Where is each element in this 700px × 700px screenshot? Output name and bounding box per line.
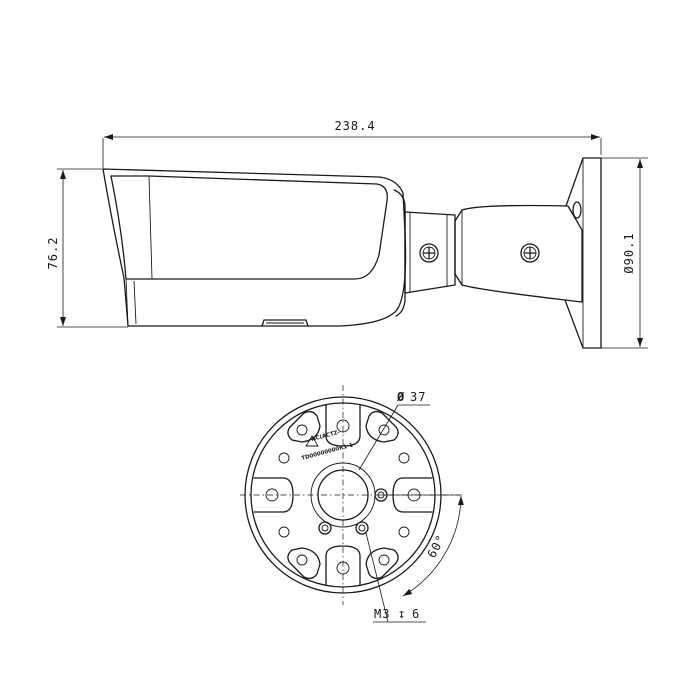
keyhole-slot-top xyxy=(325,404,361,447)
diagonal-slot-ur xyxy=(365,410,399,443)
cable-opening xyxy=(317,469,369,521)
length-dimension-text: 238.4 xyxy=(334,119,375,133)
depth-symbol: ↧ xyxy=(398,607,406,621)
hole-circle-leader xyxy=(358,404,399,471)
screw-boss-icon xyxy=(318,521,332,535)
mount-hole xyxy=(398,526,410,538)
keyhole-slot-left xyxy=(253,477,294,513)
front-bezel-inner xyxy=(133,280,137,325)
front-bezel-edge xyxy=(125,278,129,327)
screw-boss-icon xyxy=(355,521,369,535)
camera-side-view: 238.4 76.2 Ø90.1 xyxy=(46,119,648,349)
hole-circle-text: 37 xyxy=(410,390,426,404)
diameter-dimension-text: Ø90.1 xyxy=(622,232,636,273)
diagonal-slot-lr xyxy=(365,547,399,580)
mount-base-bottom-view: AC(ACTZ- TD00000000R1-1 Ø 37 60° M3 ↧ 6 xyxy=(240,385,464,623)
slot-hole-left xyxy=(265,488,279,502)
diameter-symbol: Ø xyxy=(396,390,405,404)
height-dimension-text: 76.2 xyxy=(46,237,60,270)
angle-text: 60° xyxy=(424,532,448,560)
screw-depth-text: 6 xyxy=(412,607,420,621)
base-plate-hole xyxy=(572,201,582,219)
keyhole-slot-bottom xyxy=(325,545,361,586)
mount-hole xyxy=(278,526,290,538)
slot-hole-bottom xyxy=(336,561,350,575)
slot-hole-top xyxy=(336,419,350,433)
neck-screw-icon xyxy=(419,243,439,263)
underside-clip xyxy=(261,319,309,327)
mount-hole xyxy=(398,452,410,464)
swivel-neck xyxy=(404,211,456,294)
wall-base-plate xyxy=(564,157,602,349)
mounting-arm xyxy=(454,204,583,303)
warning-triangle-icon xyxy=(305,435,319,447)
sunshield-panel xyxy=(110,175,388,280)
mount-hole xyxy=(278,452,290,464)
camera-housing-outline xyxy=(102,168,407,327)
screw-thread-text: M3 xyxy=(374,607,390,621)
diagonal-slot-ul xyxy=(287,410,321,443)
screw-leader xyxy=(365,532,389,623)
base-marking-line2: TD00000000R1-1 xyxy=(301,442,354,462)
diagonal-slot-ll xyxy=(287,547,321,580)
angle-arc xyxy=(402,495,464,597)
arm-screw-icon xyxy=(520,243,540,263)
sunshield-seam xyxy=(148,175,153,280)
